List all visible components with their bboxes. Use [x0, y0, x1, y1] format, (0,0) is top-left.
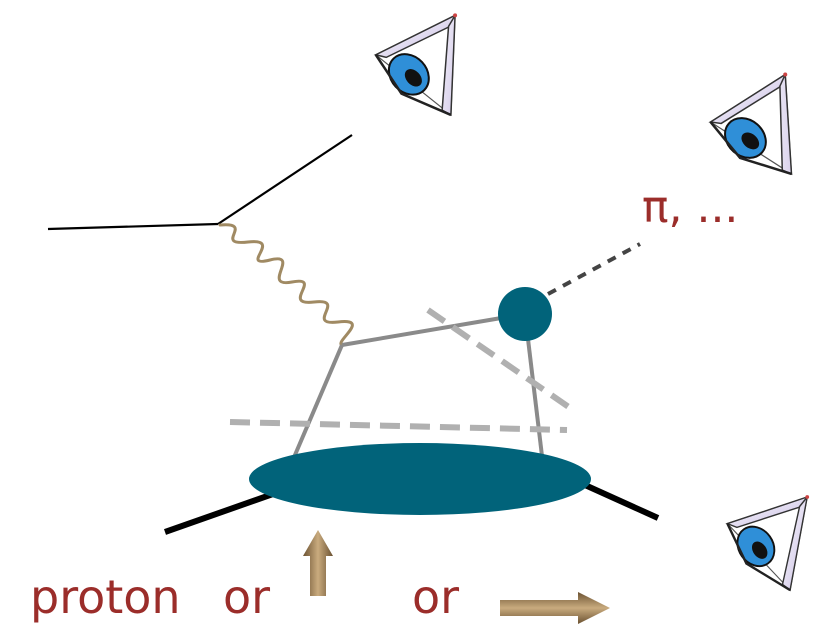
quark-line-top	[341, 312, 526, 347]
proton-label: proton	[30, 570, 181, 624]
proton-blob	[249, 443, 591, 515]
spin-right-arrow-icon	[500, 592, 610, 624]
hadron-label: π, ...	[642, 182, 739, 233]
outgoing-lepton-line	[217, 134, 353, 225]
or-label-second: or	[412, 570, 460, 624]
virtual-photon-wavy-line	[218, 223, 354, 347]
incoming-lepton-line	[47, 222, 219, 231]
quark-line-left	[290, 344, 344, 463]
or-label-first: or	[223, 570, 271, 624]
fragmentation-blob	[498, 287, 552, 341]
eye-icon	[370, 11, 472, 126]
horizontal-cut-line	[229, 419, 568, 433]
spin-up-arrow-icon	[303, 530, 333, 596]
eye-icon	[702, 70, 813, 192]
eye-icon	[726, 493, 811, 592]
outgoing-hadron-line	[547, 242, 641, 296]
